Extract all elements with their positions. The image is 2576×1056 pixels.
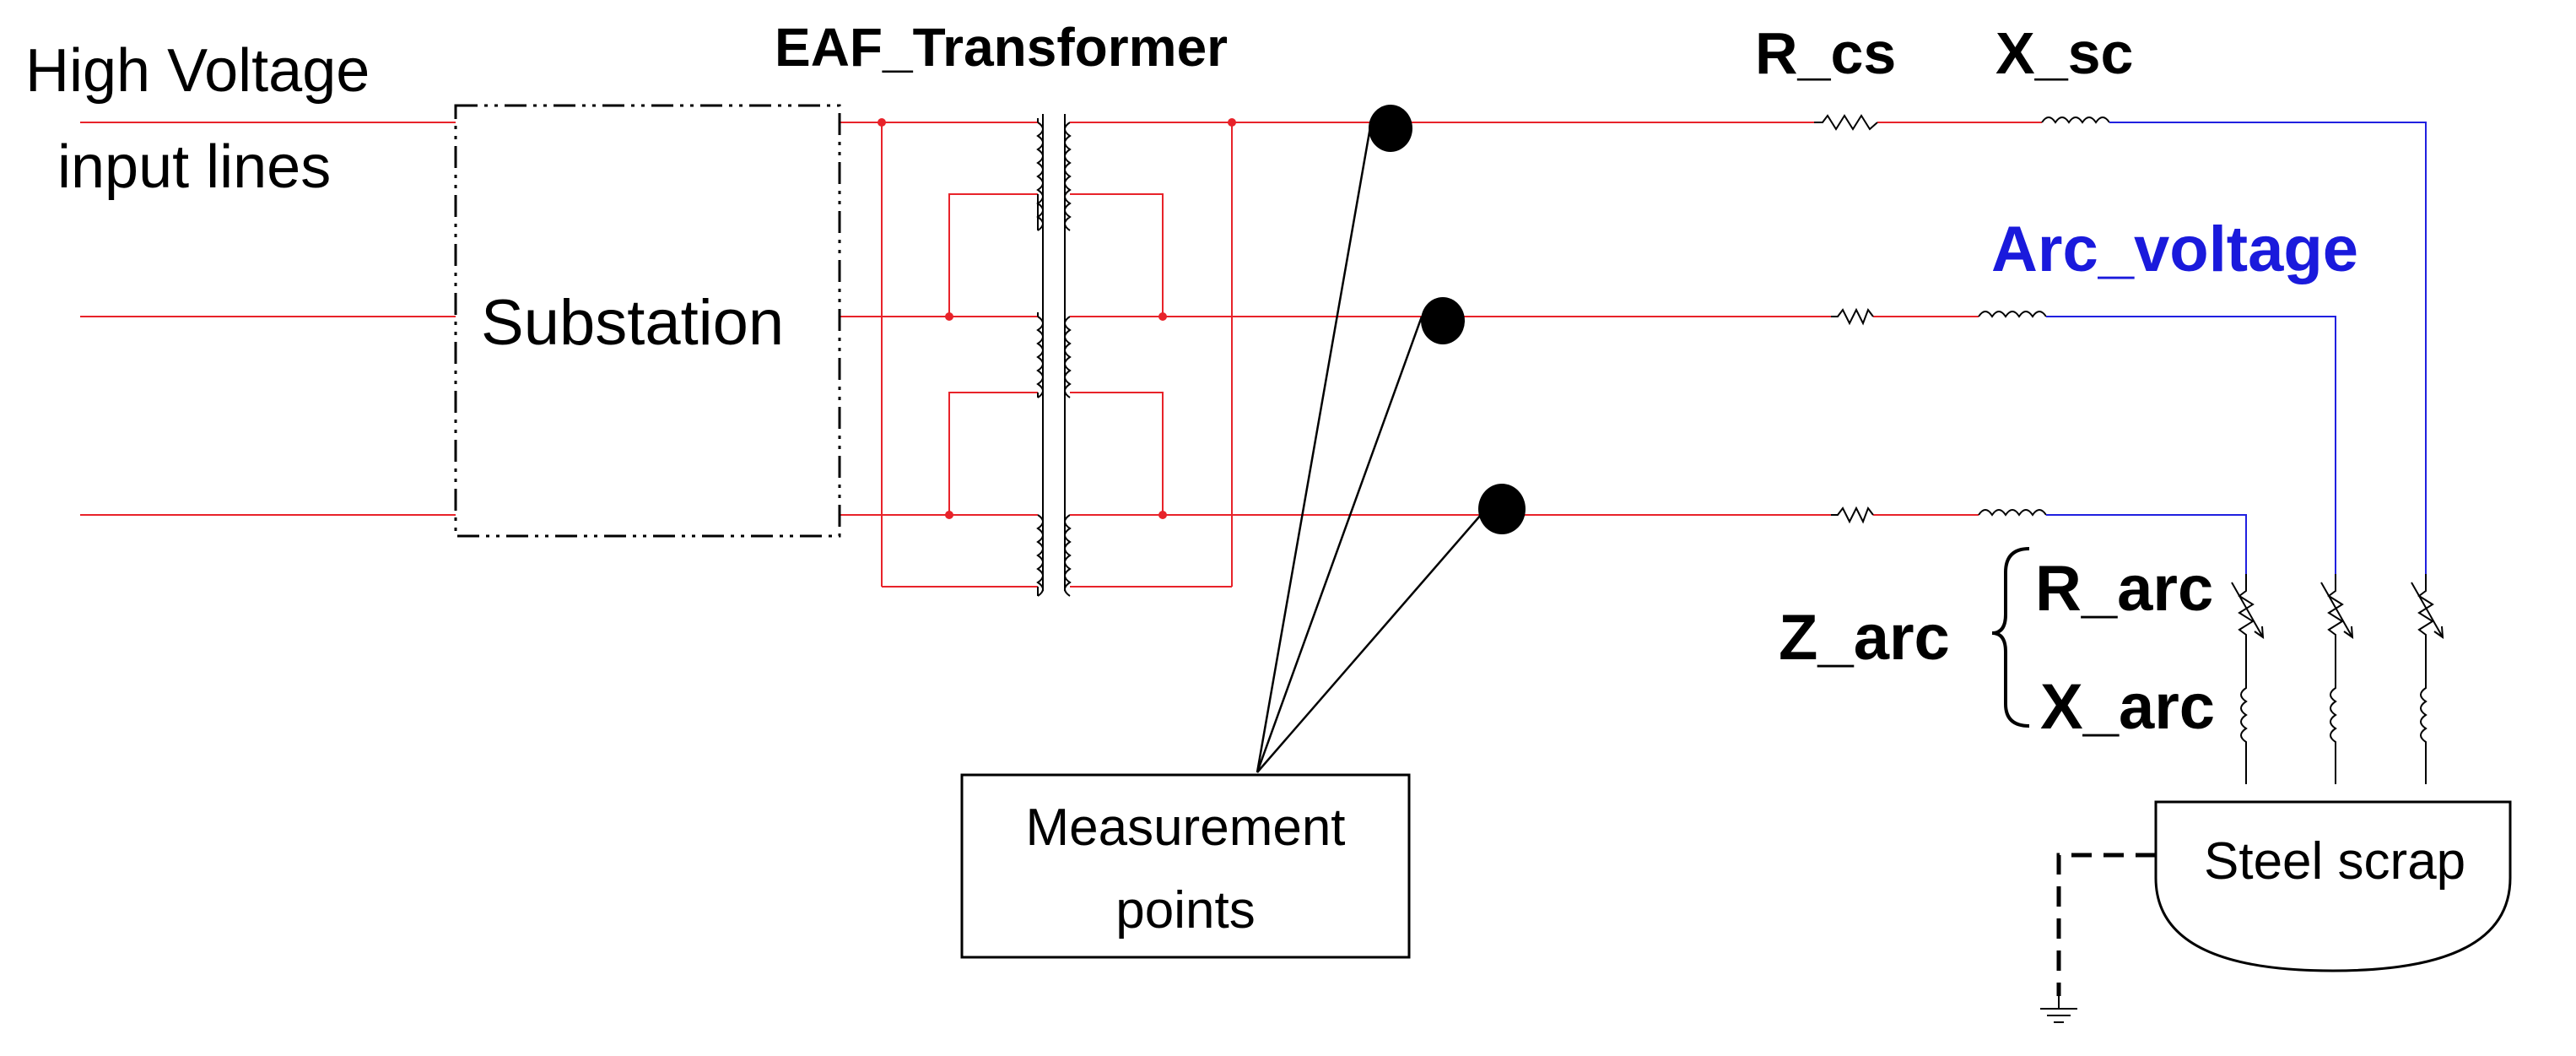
primary-delta-wiring xyxy=(881,122,1038,588)
measurement-dots xyxy=(1369,105,1526,534)
ground-icon xyxy=(2040,996,2077,1023)
substation-label: Substation xyxy=(481,287,785,359)
x-sc-inductors xyxy=(1978,116,2110,517)
measurement-box xyxy=(960,773,1411,959)
r-cs-label: R_cs xyxy=(1755,20,1897,86)
r-arc-label: R_arc xyxy=(2035,553,2214,625)
arc-lines xyxy=(2046,122,2427,574)
primary-junctions xyxy=(878,118,953,519)
steel-scrap-label: Steel scrap xyxy=(2204,832,2466,891)
r-cs-resistors xyxy=(1814,114,1878,524)
measurement-label-line2: points xyxy=(1115,881,1256,940)
measurement-leads xyxy=(1256,122,1482,773)
transformer-label: EAF_Transformer xyxy=(775,17,1229,78)
secondary-junctions xyxy=(1158,118,1236,519)
ground-dashed-lead xyxy=(2056,853,2156,996)
input-lines-label-line1: High Voltage xyxy=(25,37,370,105)
steel-scrap-shape xyxy=(2154,800,2512,972)
x-sc-label: X_sc xyxy=(1995,20,2134,86)
input-lines xyxy=(80,122,996,516)
transformer-windings xyxy=(1036,114,1072,597)
x-arc-inductors xyxy=(2240,650,2427,784)
measurement-label-line1: Measurement xyxy=(1025,799,1346,857)
r-arc-variable-resistors xyxy=(2231,574,2444,650)
z-arc-brace xyxy=(1991,547,2030,728)
x-arc-label: X_arc xyxy=(2040,671,2216,743)
arc-voltage-label: Arc_voltage xyxy=(1991,214,2359,285)
secondary-delta-wiring xyxy=(1070,122,2042,588)
z-arc-label: Z_arc xyxy=(1779,602,1950,674)
input-lines-label-line2: input lines xyxy=(57,133,332,201)
substation-box xyxy=(454,104,841,538)
